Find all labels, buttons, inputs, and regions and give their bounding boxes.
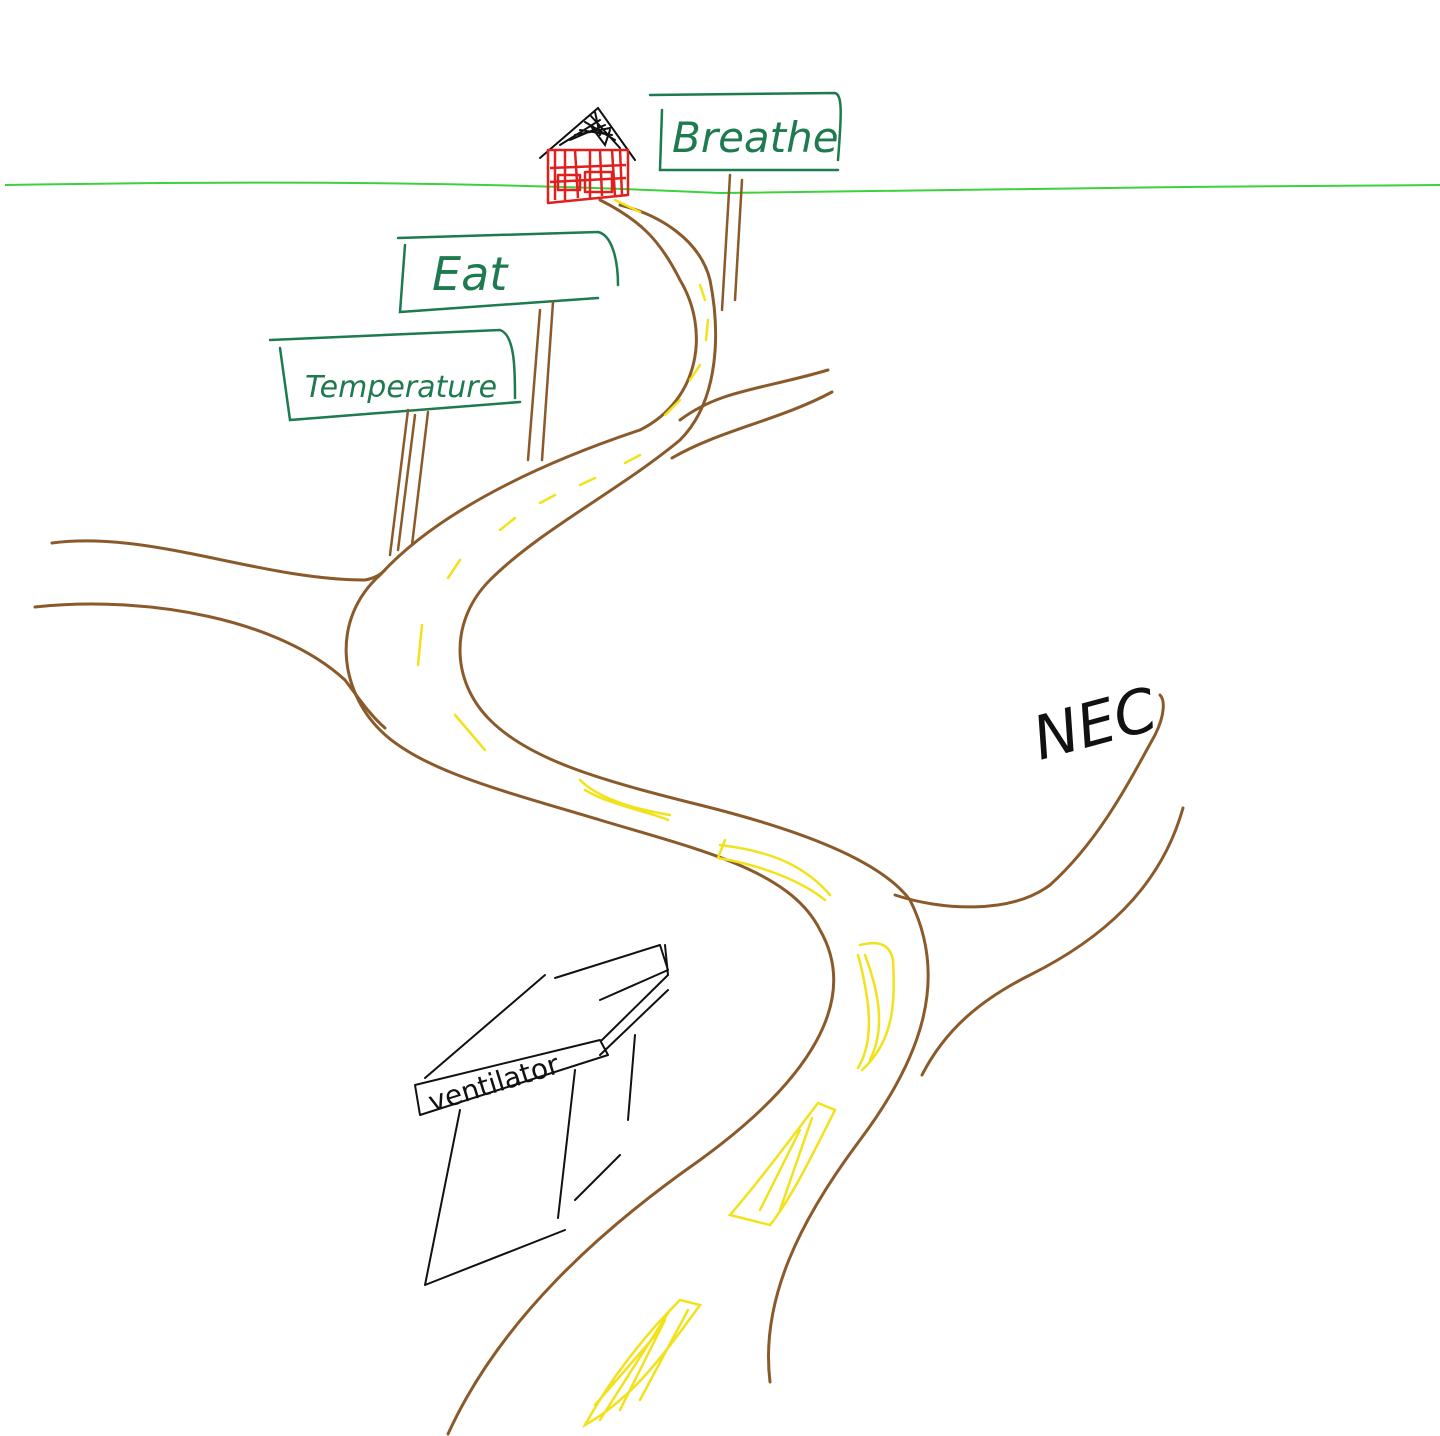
breathe-sign-label: Breathe <box>672 113 839 162</box>
lane-marking-dash <box>688 363 702 382</box>
left-branch-road-top <box>50 539 387 582</box>
tunnel-outline <box>414 944 669 1286</box>
breathe-sign-board <box>648 91 842 172</box>
eat-sign-board <box>396 230 620 314</box>
lane-marking-dash <box>623 453 642 465</box>
horizon-line <box>4 181 1440 195</box>
upper-right-branch-bottom <box>670 390 834 460</box>
lane-marking-dash <box>613 198 642 214</box>
temperature-sign: Temperature <box>268 328 522 557</box>
lane-marking-dash <box>416 623 424 667</box>
house-walls <box>546 148 630 205</box>
temperature-sign-label: Temperature <box>305 370 497 405</box>
lane-marking-dash <box>453 713 487 752</box>
lane-marking-dash <box>498 516 517 532</box>
lane-marking-long <box>727 1101 837 1227</box>
lane-markings <box>416 198 895 1429</box>
eat-sign-label: Eat <box>432 247 509 301</box>
main-road-right-edge <box>458 203 930 1384</box>
lane-marking-dash <box>698 283 707 302</box>
lane-marking-dash <box>538 493 557 505</box>
left-branch-road-bottom <box>33 602 387 730</box>
main-road-left-edge <box>344 198 836 1436</box>
upper-right-branch-top <box>678 368 830 422</box>
breathe-sign-post <box>720 173 744 312</box>
temperature-sign-board <box>268 328 522 422</box>
temperature-sign-post <box>388 408 430 557</box>
lane-marking-long <box>581 1298 703 1429</box>
lane-marking-long <box>578 778 672 822</box>
breathe-sign: Breathe <box>648 91 842 312</box>
lane-marking-dash <box>578 476 597 487</box>
lane-marking-dash <box>663 398 682 417</box>
lane-marking-long <box>856 941 895 1072</box>
eat-sign: Eat <box>396 230 620 462</box>
nec-branch-road-top <box>893 693 1165 909</box>
house-roof <box>539 106 636 161</box>
eat-sign-post <box>526 300 555 462</box>
lane-marking-long <box>716 838 832 902</box>
lane-marking-dash <box>446 558 462 580</box>
house-destination <box>539 106 636 205</box>
lane-marking-dash <box>704 318 710 342</box>
nec-branch-road-bottom <box>920 806 1185 1077</box>
